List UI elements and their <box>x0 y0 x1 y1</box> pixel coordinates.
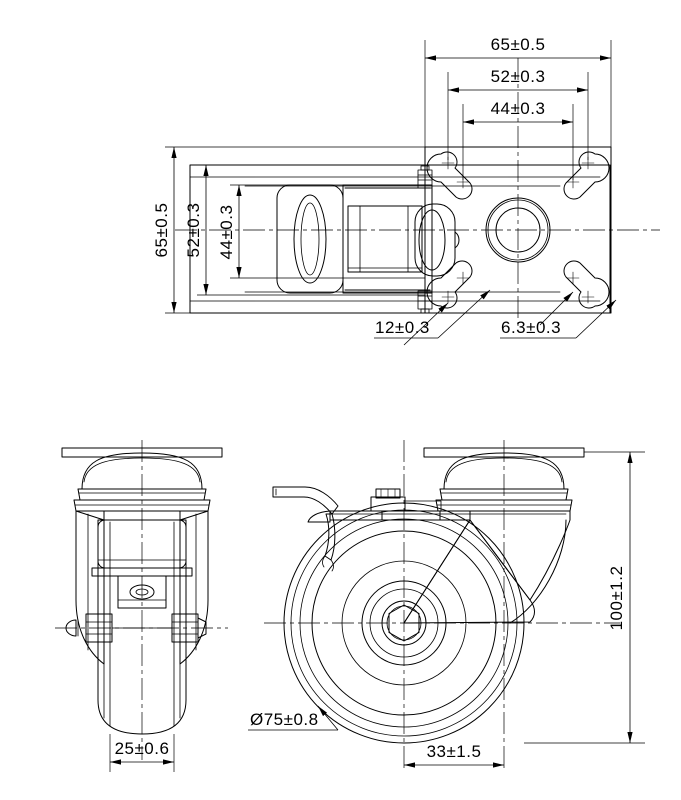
dim-label-100: 100±1.2 <box>607 566 626 631</box>
fork-top <box>342 184 433 294</box>
front-wheel <box>97 519 187 735</box>
front-view: 25±0.6 <box>55 440 228 772</box>
dim-52-vertical: 52±0.3 <box>184 164 425 296</box>
bolt-slot-bottom-right <box>563 260 610 309</box>
swivel-stem-top <box>414 203 460 277</box>
side-brake-lever <box>272 486 339 572</box>
dim-65-vertical: 65±0.5 <box>152 146 425 314</box>
dim-label-25: 25±0.6 <box>115 739 170 758</box>
dim-44-vertical: 44±0.3 <box>217 184 425 279</box>
dim-diameter-75: Ø75±0.8 <box>248 705 339 731</box>
dim-label-52-left: 52±0.3 <box>184 203 203 258</box>
dim-12-slot-length: 12±0.3 <box>374 289 491 346</box>
dim-44-horizontal: 44±0.3 <box>462 99 574 180</box>
dim-6p3-slot-width: 6.3±0.3 <box>500 291 617 339</box>
dim-label-44-top: 44±0.3 <box>491 99 546 118</box>
dim-100-height: 100±1.2 <box>524 451 645 744</box>
side-fork-leg <box>403 519 567 624</box>
dim-label-44-left: 44±0.3 <box>217 205 236 260</box>
dim-33-offset: 33±1.5 <box>404 742 504 768</box>
side-view: Ø75±0.8 33±1.5 100±1.2 <box>248 440 645 770</box>
dim-65-horizontal: 65±0.5 <box>424 35 612 147</box>
top-view: 65±0.5 52±0.3 44±0.3 65±0.5 52±0.3 <box>152 35 660 346</box>
dim-label-65-top: 65±0.5 <box>491 35 546 54</box>
dim-label-dia75: Ø75±0.8 <box>250 710 319 729</box>
bolt-slot-bottom-left <box>426 260 473 309</box>
dim-label-65-left: 65±0.5 <box>152 203 171 258</box>
dim-25-tread-width: 25±0.6 <box>109 734 175 772</box>
dim-label-12: 12±0.3 <box>375 318 430 337</box>
dim-label-33: 33±1.5 <box>427 742 482 761</box>
dim-52-horizontal: 52±0.3 <box>447 67 589 160</box>
bolt-slot-top-left <box>426 151 473 200</box>
dim-label-6p3: 6.3±0.3 <box>501 318 561 337</box>
dim-label-52-top: 52±0.3 <box>491 67 546 86</box>
